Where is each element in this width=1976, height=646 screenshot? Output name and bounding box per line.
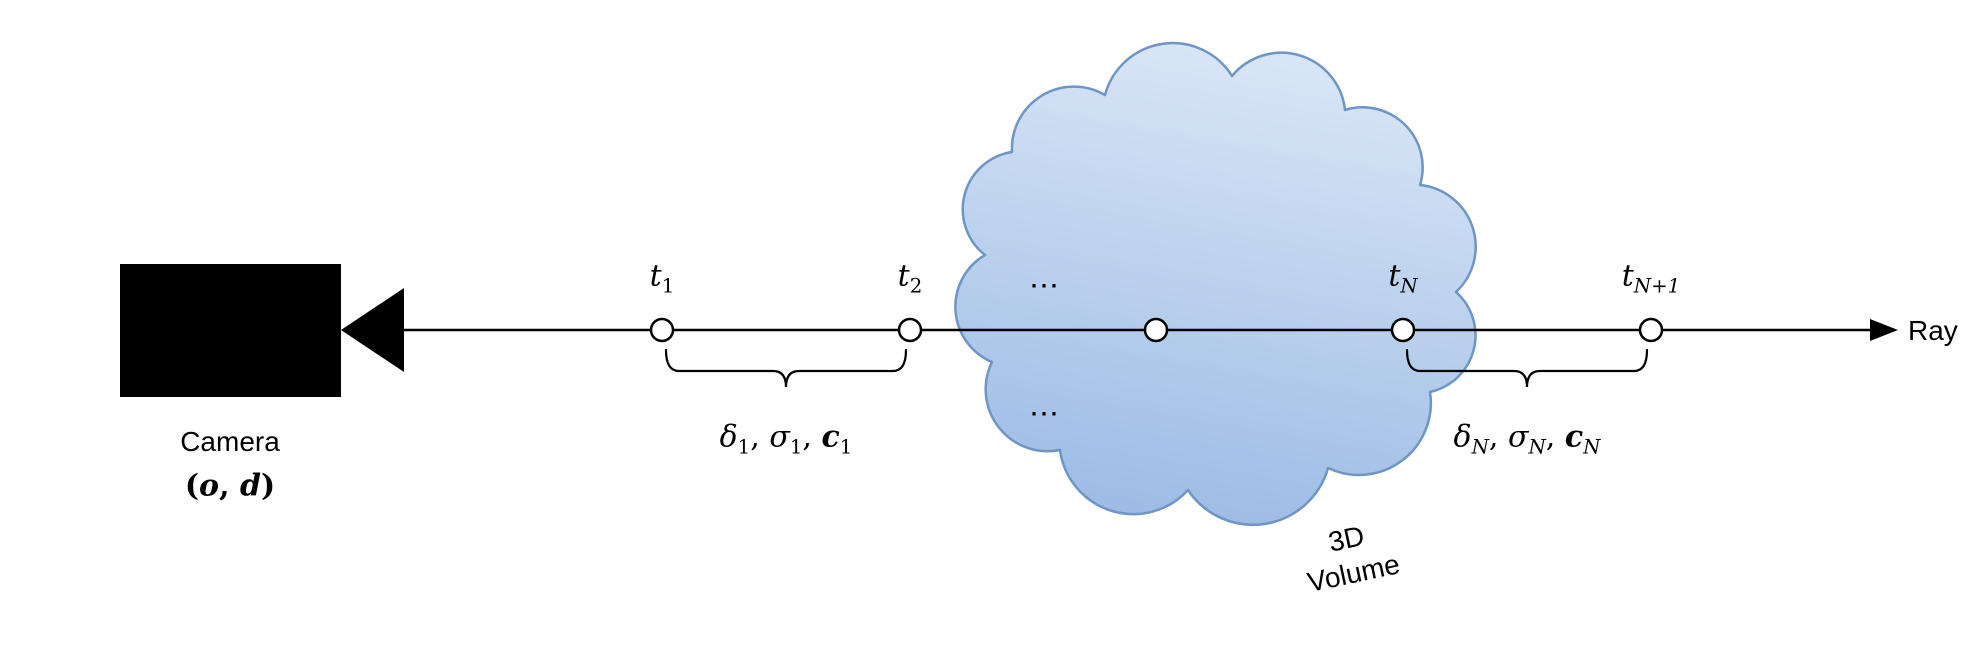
- label-t2-sub: 2: [909, 274, 923, 298]
- sigma-N-sub: N: [1528, 435, 1546, 459]
- ellipsis-bottom: ⋯: [1029, 396, 1059, 432]
- paren-close: ): [260, 468, 276, 504]
- camera-lens-icon: [341, 288, 404, 372]
- camera-label: Camera: [180, 426, 280, 457]
- ellipsis-top: ⋯: [1029, 268, 1059, 304]
- camera-params: (o, d): [185, 469, 275, 504]
- label-t1: t1: [649, 258, 675, 296]
- sep: ,: [1488, 419, 1508, 455]
- label-tN: tN: [1388, 258, 1417, 296]
- sep: ,: [750, 419, 770, 455]
- label-t2: t2: [897, 258, 923, 296]
- label-tN1-base: t: [1621, 258, 1634, 294]
- delta-1-sub: 1: [737, 435, 751, 459]
- delta-1: δ: [719, 419, 738, 455]
- sep: ,: [802, 419, 822, 455]
- label-t2-base: t: [897, 258, 910, 294]
- label-interval-first: δ1, σ1, c1: [719, 419, 853, 457]
- sample-point-t2: [897, 317, 923, 343]
- label-tN1: tN+1: [1621, 258, 1681, 296]
- ray-label: Ray: [1908, 315, 1958, 346]
- c-1-sub: 1: [839, 435, 853, 459]
- label-tN-sub: N: [1400, 274, 1418, 298]
- label-t1-sub: 1: [661, 274, 675, 298]
- sample-point-tN1: [1638, 317, 1664, 343]
- ray-arrowhead-icon: [1870, 319, 1898, 341]
- label-t1-base: t: [649, 258, 662, 294]
- volume-cloud: [954, 41, 1477, 527]
- paren-open: (: [184, 468, 200, 504]
- delta-N-sub: N: [1471, 435, 1489, 459]
- c-1: c: [821, 419, 840, 455]
- origin-symbol: o: [199, 468, 220, 504]
- label-tN1-sub: N+1: [1633, 274, 1681, 298]
- direction-symbol: d: [239, 468, 261, 504]
- sample-point-middle: [1143, 317, 1169, 343]
- delta-N: δ: [1453, 419, 1472, 455]
- sigma-1-sub: 1: [789, 435, 803, 459]
- label-tN-base: t: [1388, 258, 1401, 294]
- sigma-1: σ: [769, 419, 790, 455]
- c-N: c: [1564, 419, 1584, 455]
- brace-first-interval: [664, 348, 908, 388]
- sample-point-tN: [1390, 317, 1416, 343]
- label-interval-last: δN, σN, cN: [1453, 419, 1601, 457]
- sep: ,: [1545, 419, 1565, 455]
- comma: ,: [219, 468, 240, 504]
- sigma-N: σ: [1507, 419, 1529, 455]
- brace-last-interval: [1405, 348, 1649, 388]
- sample-point-t1: [649, 317, 675, 343]
- camera-body: [120, 264, 341, 397]
- c-N-sub: N: [1583, 435, 1601, 459]
